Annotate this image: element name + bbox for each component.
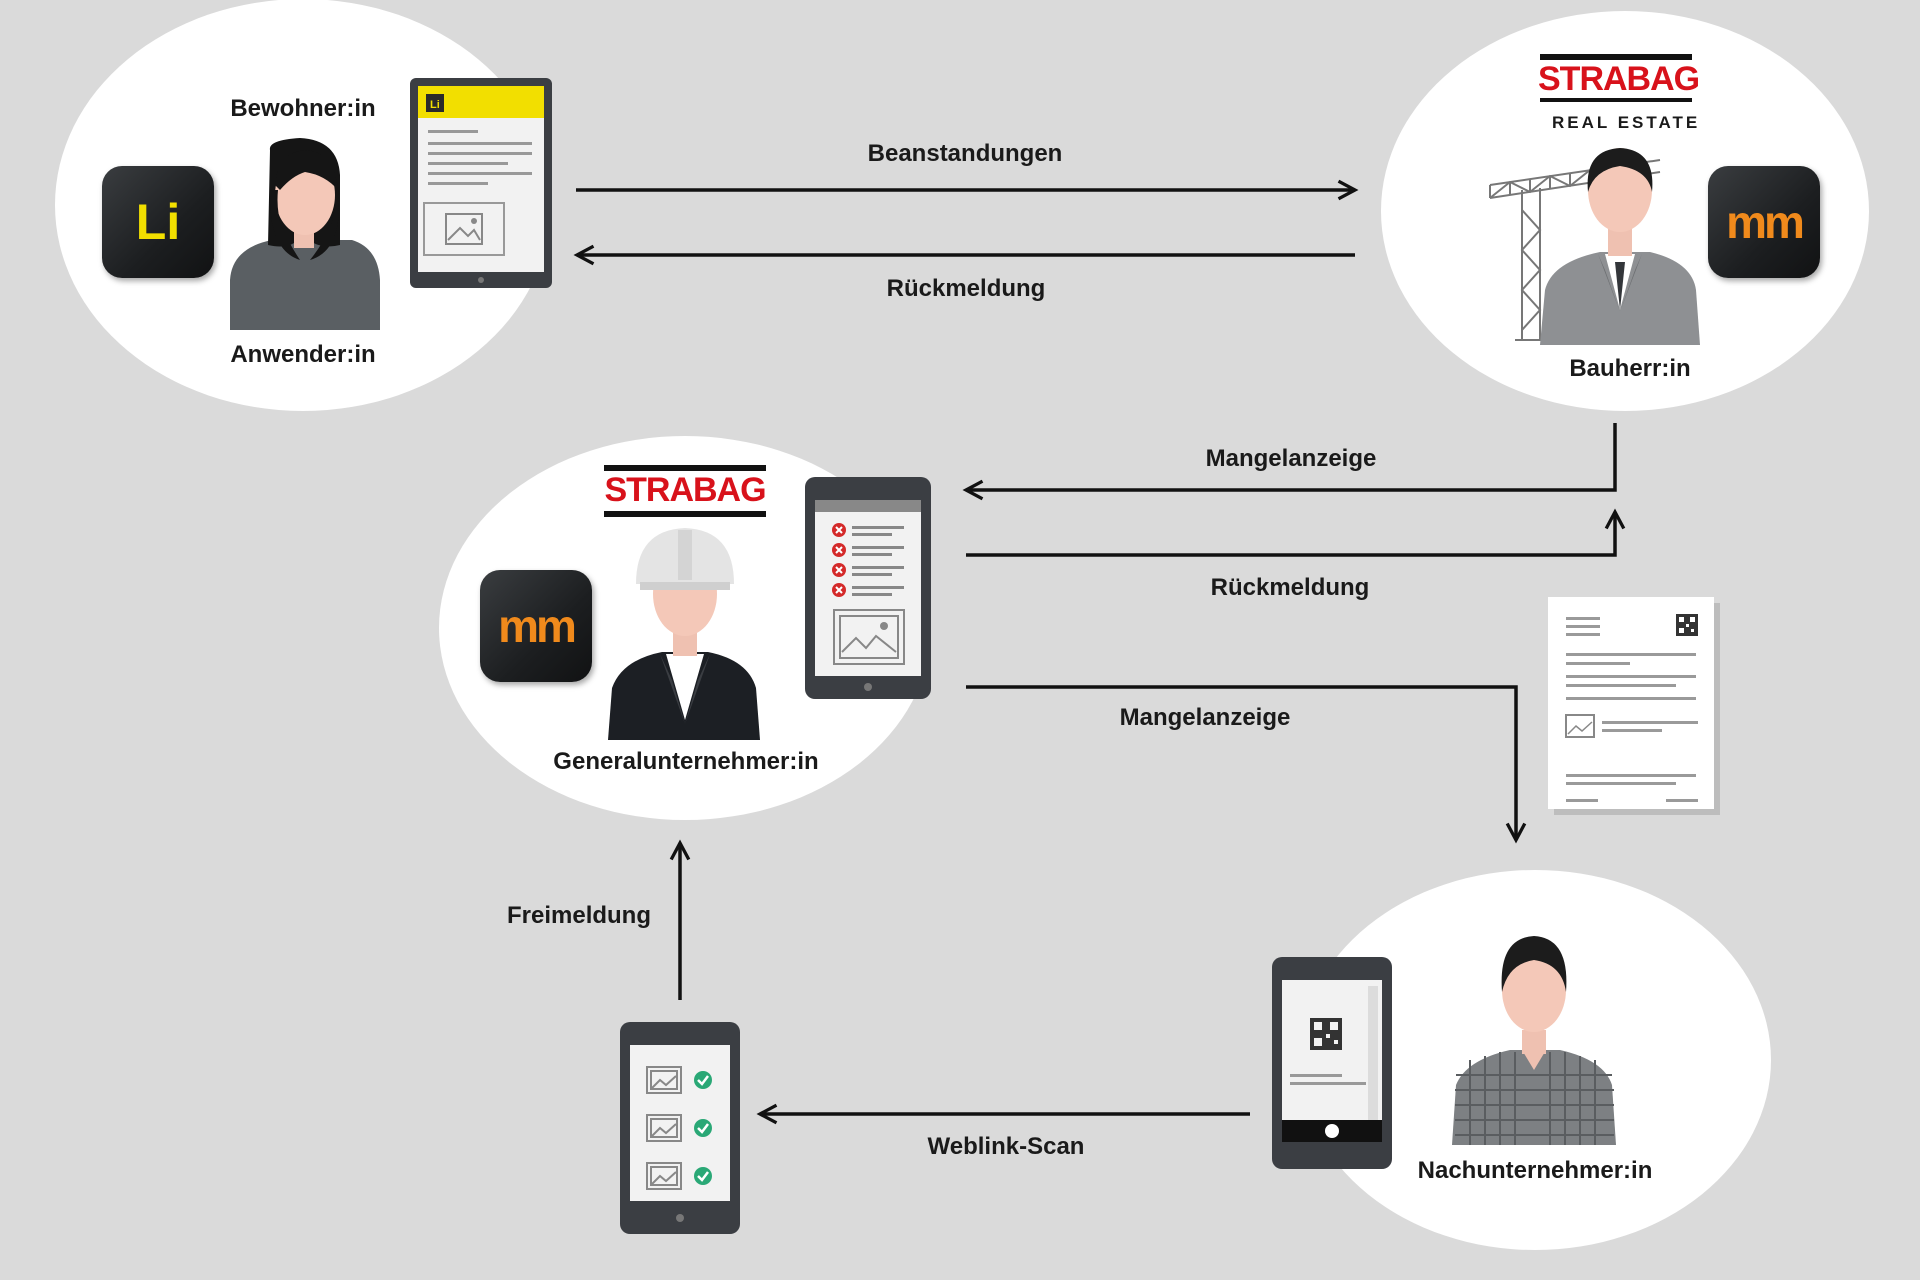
resident-bottom-label: Anwender:in: [230, 341, 376, 368]
general-contractor-phone-icon: [805, 477, 931, 699]
subcontractor-phone-icon: [1272, 957, 1392, 1169]
strabag-logo-bar-top-1: [1540, 54, 1692, 60]
strabag-logo-bar-bottom-1: [1540, 98, 1692, 102]
release-phone-icon: [620, 1022, 740, 1234]
resident-tablet-icon: Li: [410, 78, 552, 288]
svg-text:Li: Li: [430, 99, 440, 111]
arrow-defect-report-2: [966, 685, 1516, 840]
strabag-logo-bar-bottom-2: [604, 511, 766, 517]
document-icon: [1548, 597, 1720, 815]
mm-app-icon-general-contractor: mm: [480, 570, 592, 682]
strabag-logo-general-contractor: STRABAG: [604, 471, 766, 509]
resident-top-label: Bewohner:in: [230, 95, 376, 122]
strabag-logo-bar-top-2: [604, 465, 766, 471]
flow-label-feedback-mid: Rückmeldung: [1210, 574, 1370, 601]
strabag-logo-client: STRABAG: [1538, 60, 1700, 98]
general-contractor-person-icon: [608, 528, 760, 740]
subcontractor-person-icon: [1452, 936, 1616, 1145]
mm-app-icon-client: mm: [1708, 166, 1820, 278]
flow-label-defect-report-1: Mangelanzeige: [1205, 445, 1377, 472]
client-label: Bauherr:in: [1569, 355, 1691, 382]
flow-label-release: Freimeldung: [506, 902, 652, 929]
flow-label-weblink-scan: Weblink-Scan: [927, 1133, 1085, 1160]
arrow-defect-report-1: [966, 423, 1617, 490]
resident-person-icon: [230, 138, 380, 330]
flow-label-feedback-top: Rückmeldung: [886, 275, 1046, 302]
li-app-icon: Li: [102, 166, 214, 278]
subcontractor-label: Nachunternehmer:in: [1417, 1157, 1653, 1184]
general-contractor-label: Generalunternehmer:in: [553, 748, 819, 775]
real-estate-text: REAL ESTATE: [1552, 113, 1701, 132]
client-person-icon: [1540, 148, 1700, 345]
flow-label-complaints: Beanstandungen: [867, 140, 1063, 167]
flow-label-defect-report-2: Mangelanzeige: [1119, 704, 1291, 731]
arrow-feedback-mid: [966, 512, 1615, 557]
